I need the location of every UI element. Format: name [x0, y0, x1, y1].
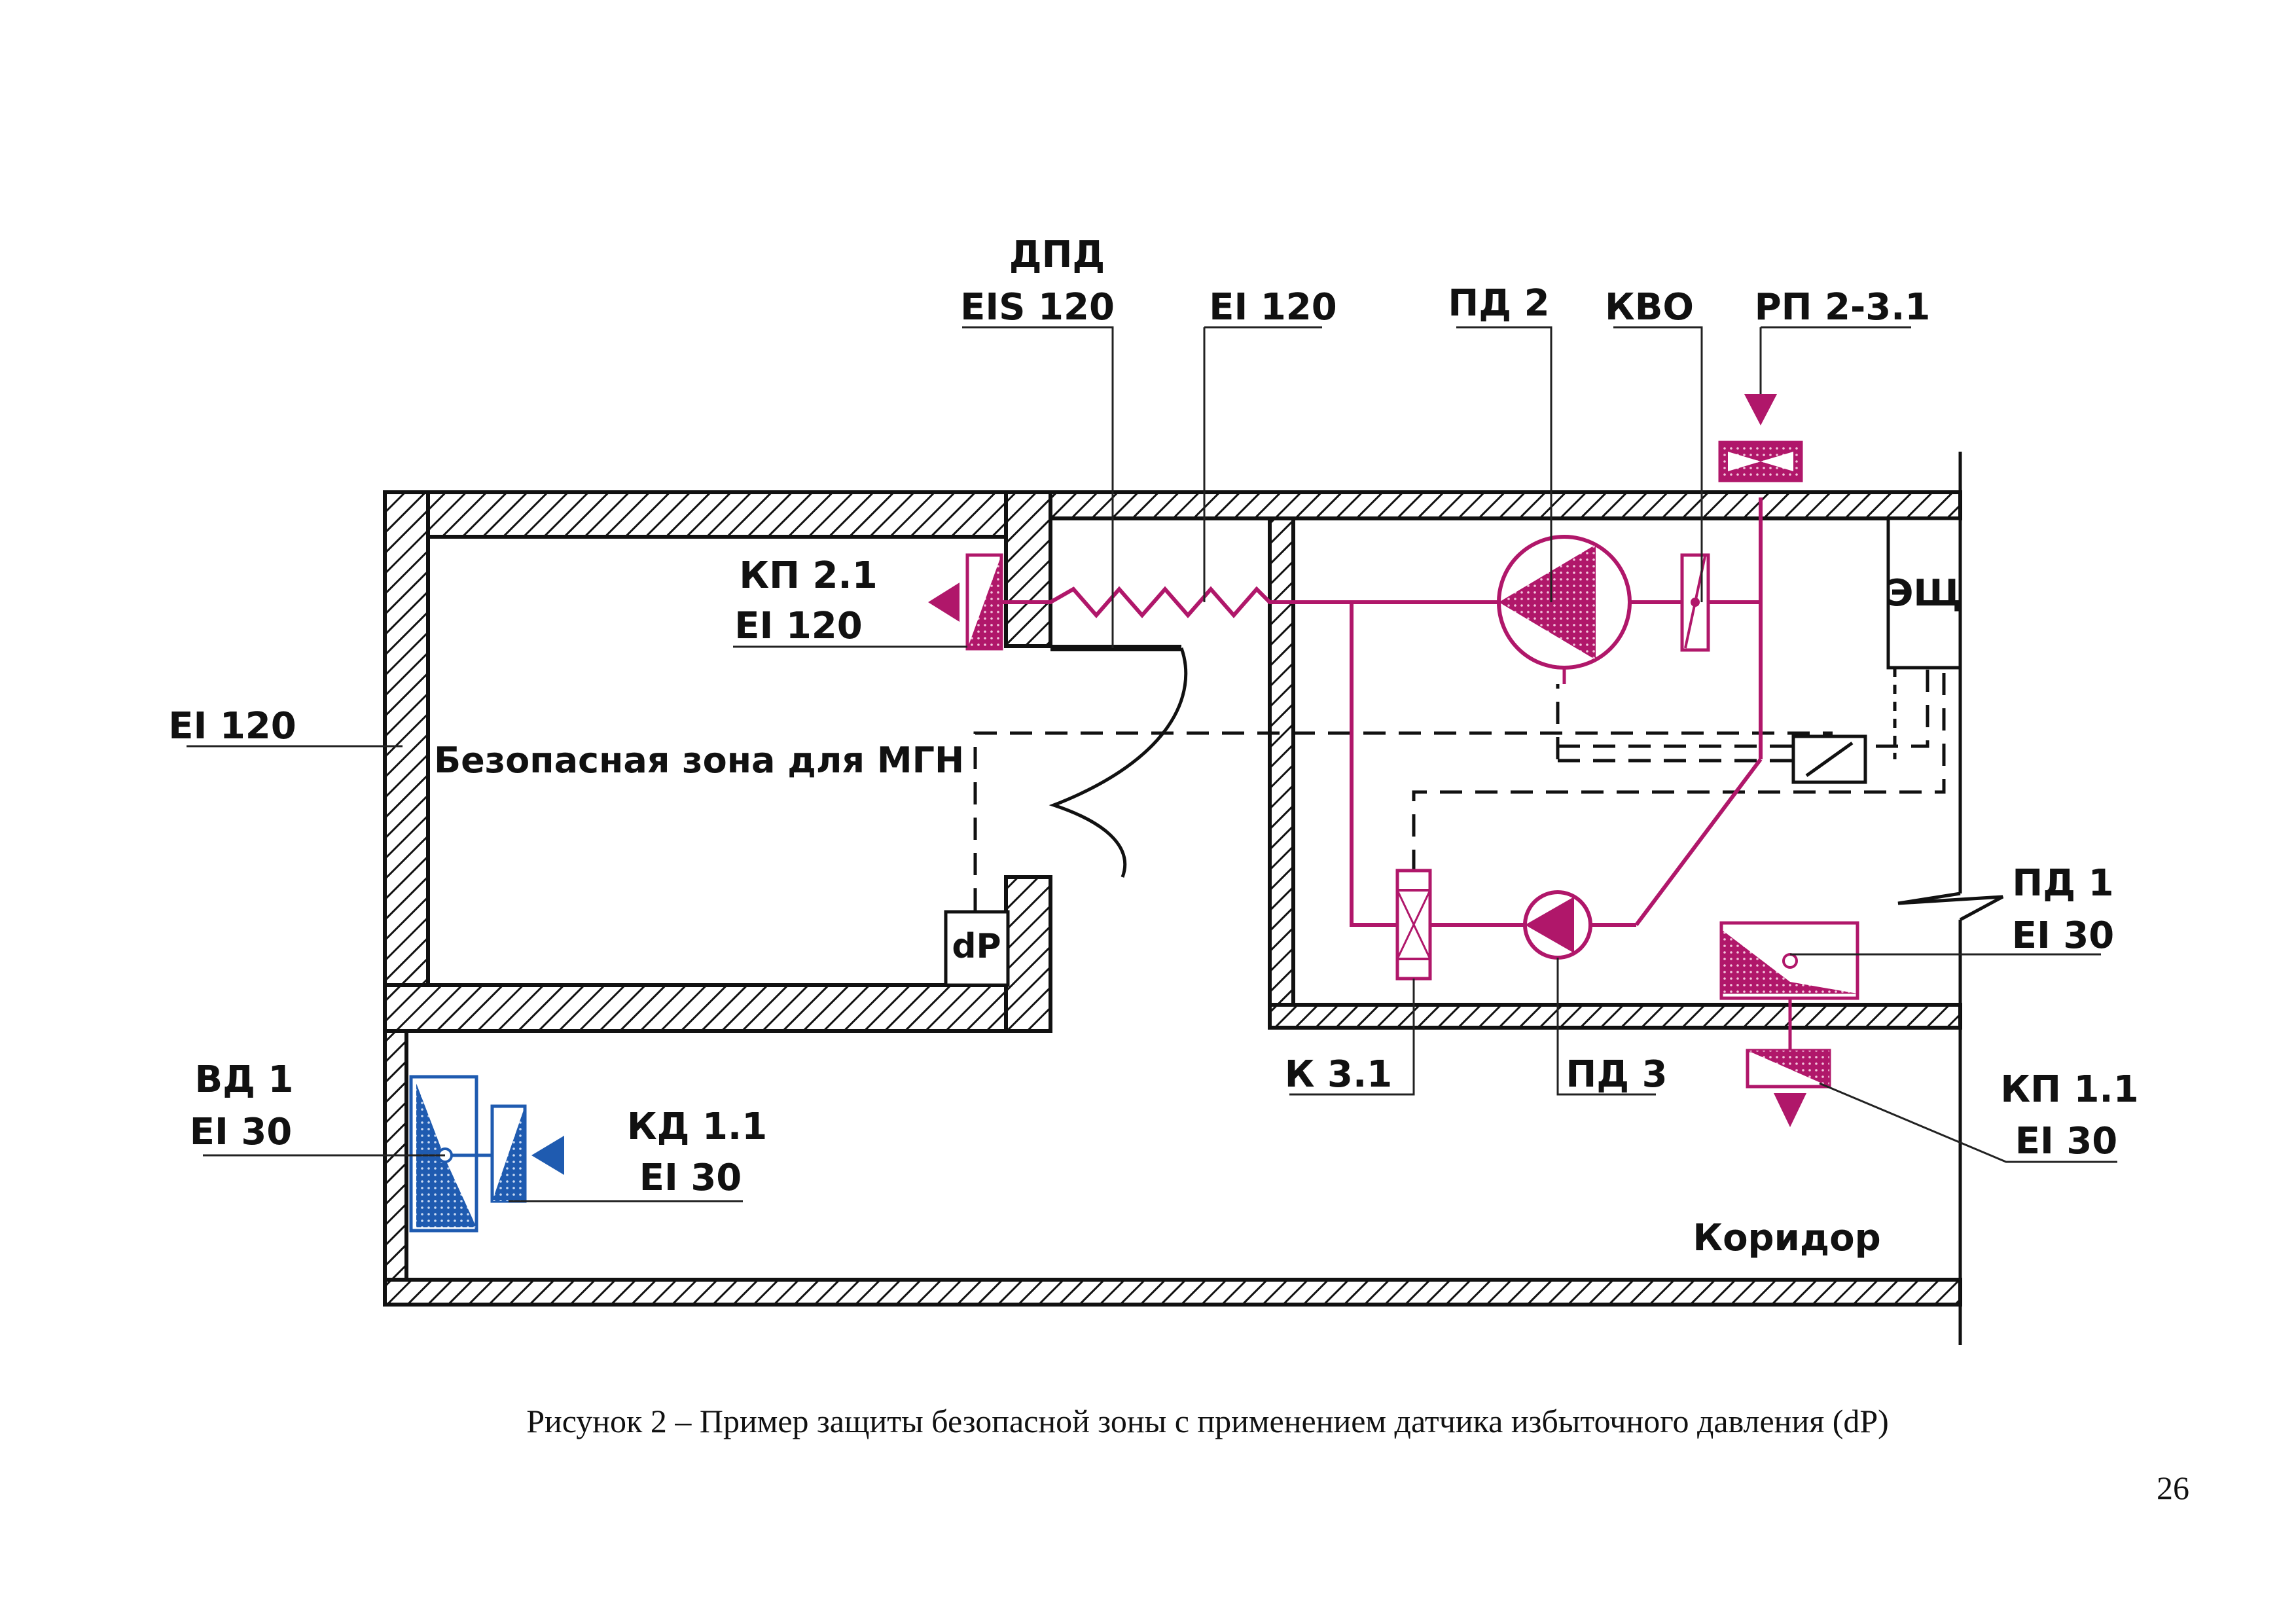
supply-ducts [1001, 497, 1763, 927]
labels: ДПД EIS 120 EI 120 ПД 2 КВО РП 2-3.1 КП … [168, 234, 2138, 1259]
leader-lines [187, 326, 2117, 1202]
label-duct-rating: EI 120 [1209, 286, 1336, 329]
label-k31: К 3.1 [1285, 1053, 1392, 1096]
label-kd11: КД 1.1 [627, 1106, 767, 1148]
wall-top-middle [1049, 490, 1962, 520]
kd11-arrow-icon [531, 1136, 564, 1175]
walls [383, 452, 2004, 1345]
wall-safe-right-upper [1004, 490, 1052, 648]
label-pd2: ПД 2 [1448, 282, 1549, 325]
pd3-fan [1523, 890, 1592, 960]
label-kp11: КП 1.1 [2000, 1068, 2138, 1111]
wall-corridor-left [383, 1029, 408, 1307]
esh-panel [1886, 516, 1962, 670]
label-pd3: ПД 3 [1566, 1053, 1667, 1096]
pd3-fan-icon [1525, 897, 1574, 953]
label-dpd: ДПД [1009, 234, 1105, 276]
label-kp21: КП 2.1 [739, 554, 877, 597]
kd11-damper [490, 1104, 564, 1203]
control-lines [973, 668, 1946, 946]
label-corridor: Коридор [1693, 1217, 1880, 1259]
kvo-valve [1680, 553, 1710, 652]
label-safe-zone: Безопасная зона для МГН [434, 740, 964, 781]
vd1-fan-icon [416, 1083, 476, 1227]
label-dpd-rating: EIS 120 [960, 286, 1115, 329]
kp21-arrow-icon [928, 583, 960, 622]
wall-vent-room-bottom [1268, 1003, 1962, 1030]
wall-safe-right-lower [1004, 875, 1052, 1033]
pd1-fan-icon [1721, 929, 1857, 994]
pd1-fan [1719, 921, 1859, 1051]
pd2-fan [1497, 535, 1632, 684]
label-pd1-rating: EI 30 [2012, 914, 2115, 957]
rp-arrow-icon [1744, 394, 1777, 425]
label-kvo: КВО [1605, 286, 1694, 329]
rp-damper [1718, 394, 1803, 482]
figure-caption: Рисунок 2 – Пример защиты безопасной зон… [526, 1403, 1889, 1439]
relay-switch [1791, 734, 1867, 784]
kp11-damper [1746, 1049, 1831, 1127]
wall-safe-bottom [383, 983, 1052, 1033]
label-wall-rating: EI 120 [168, 705, 296, 748]
fire-rated-duct [1001, 586, 1499, 619]
break-line-zigzag [1897, 892, 2004, 922]
label-vd1-rating: EI 30 [190, 1111, 293, 1153]
kp11-arrow-icon [1774, 1093, 1806, 1127]
label-kp21-rating: EI 120 [734, 605, 862, 647]
k31-unit [1395, 869, 1432, 981]
wall-safe-top [383, 490, 1052, 539]
label-dp: dP [952, 927, 1001, 966]
kp21-damper [928, 553, 1003, 651]
label-kd11-rating: EI 30 [639, 1157, 742, 1199]
wall-corridor-bottom [383, 1278, 1962, 1307]
wall-safe-left [383, 490, 430, 1033]
label-kp11-rating: EI 30 [2015, 1120, 2118, 1163]
label-pd1: ПД 1 [2012, 862, 2113, 905]
wall-vent-room-left [1268, 516, 1295, 1030]
pd2-fan-icon [1499, 545, 1596, 660]
vd1-fan [409, 1075, 492, 1233]
label-esh: ЭЩ [1886, 572, 1962, 615]
label-vd1: ВД 1 [194, 1058, 293, 1101]
page-number: 26 [2157, 1470, 2189, 1506]
label-rp: РП 2-3.1 [1755, 286, 1931, 329]
door-leaf [1049, 647, 1188, 878]
dp-sensor [944, 910, 1010, 987]
